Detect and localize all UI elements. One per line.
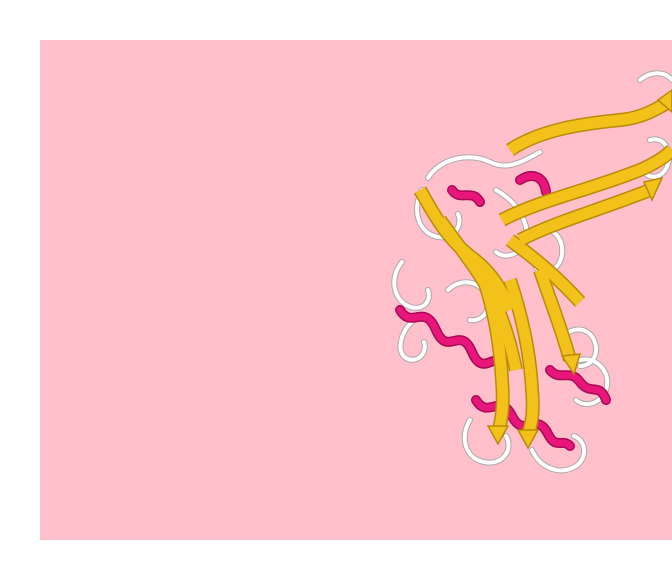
strand-arrowhead [516, 429, 540, 450]
strand-arrowhead [642, 176, 664, 202]
strand-arrowhead [560, 353, 582, 376]
strand-arrowheads [486, 89, 672, 450]
strand-segments [413, 93, 672, 437]
strand-arrowhead [656, 89, 672, 113]
molecule-viewport[interactable] [40, 40, 672, 540]
protein-ribbon-render [40, 40, 672, 540]
strand-main-layer [415, 95, 672, 437]
strand-arrowhead [486, 425, 510, 446]
